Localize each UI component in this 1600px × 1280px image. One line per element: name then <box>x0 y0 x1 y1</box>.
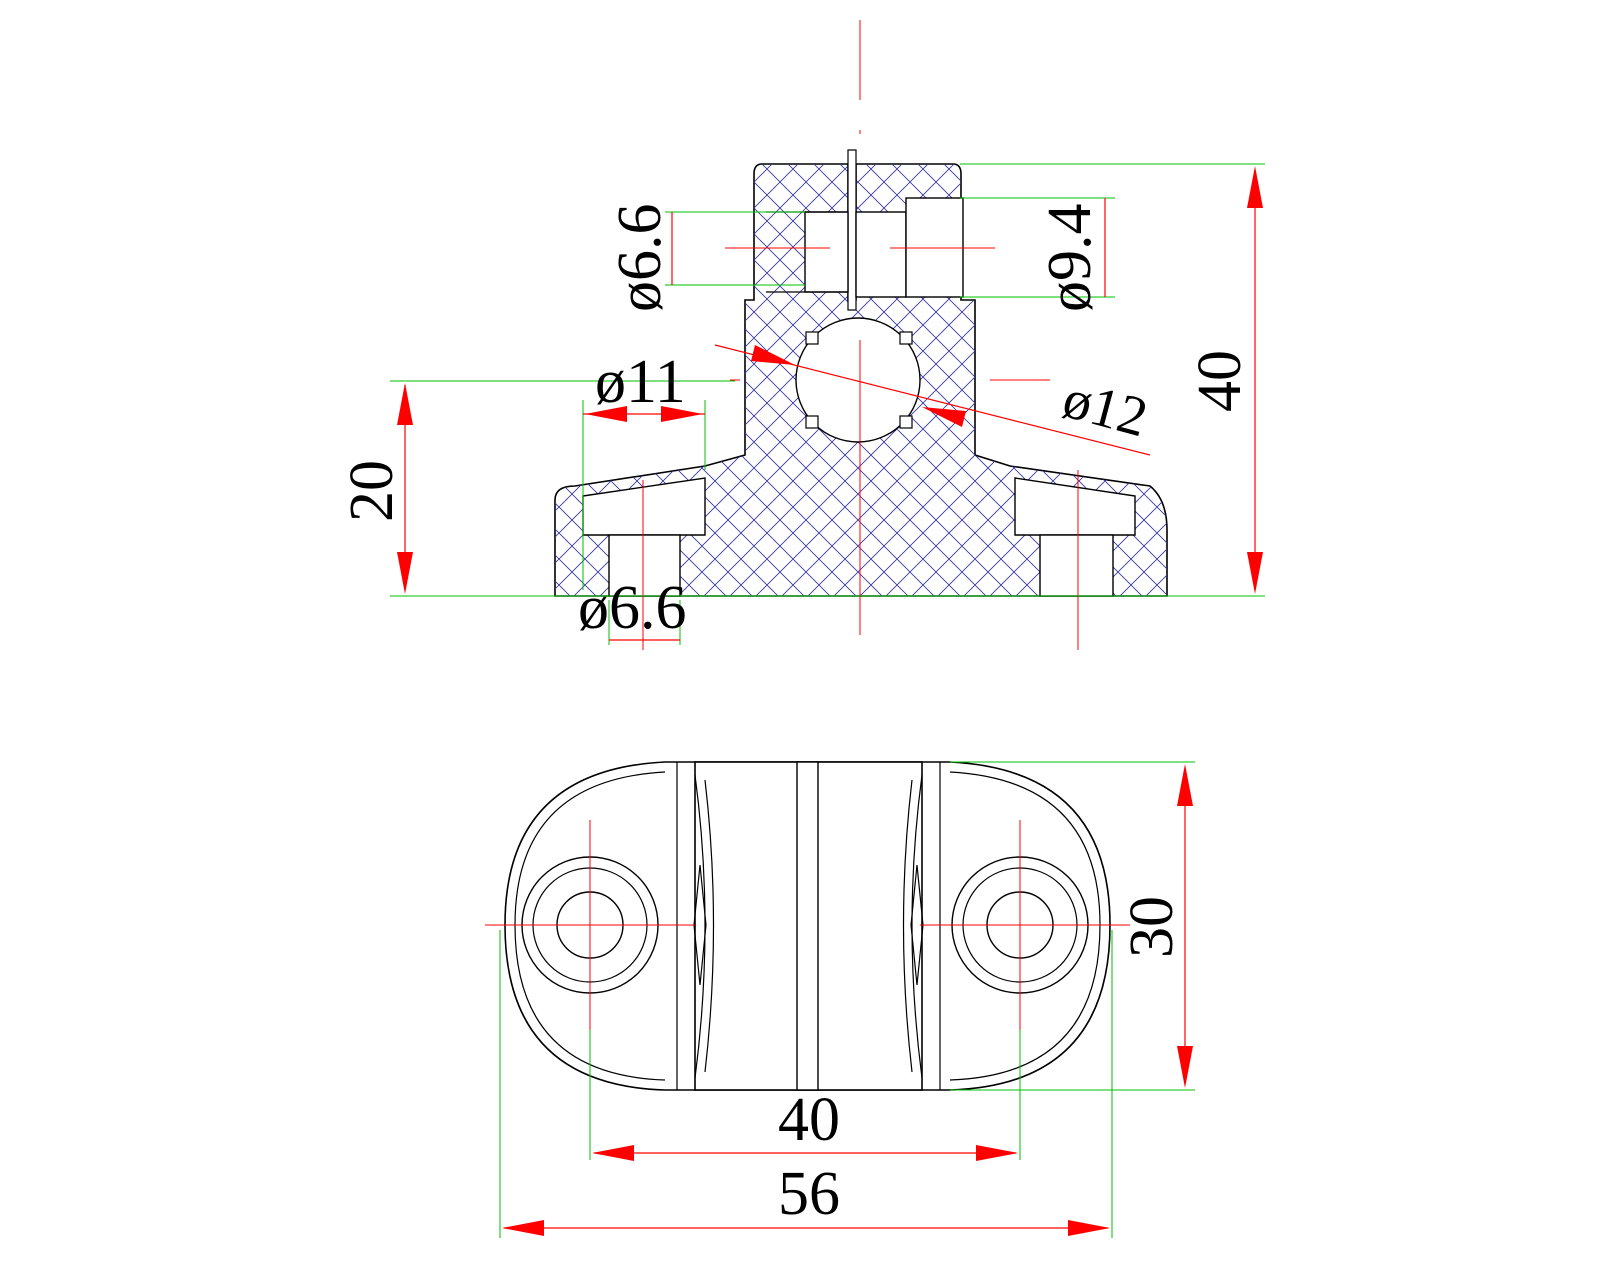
bore <box>795 317 921 443</box>
front-view: ø6.6 ø9.4 ø11 ø12 ø6.6 40 20 <box>338 20 1265 650</box>
dim-upper-right-dia: ø9.4 <box>1036 204 1104 313</box>
dim-upper-left-dia: ø6.6 <box>606 204 674 313</box>
dim-bore-dia: ø11 <box>595 348 686 416</box>
dim-width: 30 <box>1118 896 1186 958</box>
upper-left-hole <box>804 211 849 293</box>
top-view: 30 40 56 <box>485 761 1195 1238</box>
lower-right-hole <box>1014 477 1136 536</box>
dim-lower-dia: ø6.6 <box>578 574 687 642</box>
dim-clamp-dia: ø12 <box>1057 368 1154 450</box>
slot <box>847 149 857 311</box>
dim-hole-spacing: 40 <box>778 1086 840 1154</box>
dim-center-height: 20 <box>338 460 406 522</box>
upper-right-hole <box>855 211 907 298</box>
slot-top <box>796 761 819 1091</box>
dim-overall-length: 56 <box>778 1160 840 1228</box>
dim-total-height: 40 <box>1186 350 1254 412</box>
